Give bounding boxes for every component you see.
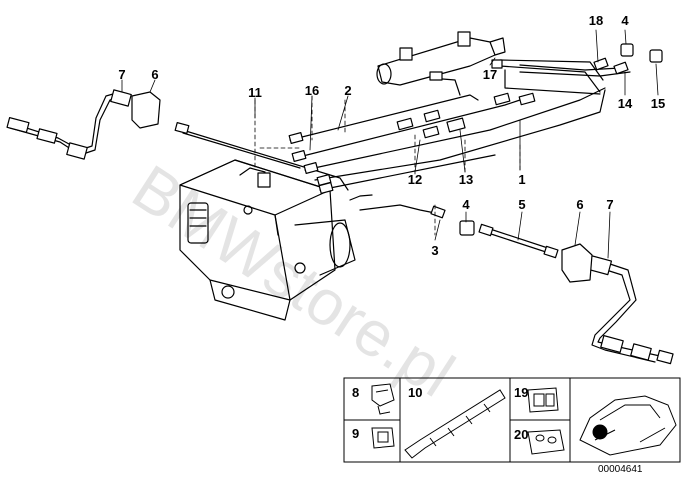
master-cylinder xyxy=(376,31,506,86)
callout-4-lower: 4 xyxy=(462,197,470,212)
callout-18: 18 xyxy=(588,13,604,28)
callout-16: 16 xyxy=(304,83,320,98)
callout-13: 13 xyxy=(458,172,474,187)
diagram-id: 00004641 xyxy=(598,464,643,475)
callout-7-right: 7 xyxy=(606,197,614,212)
line-fittings xyxy=(174,57,629,219)
inset-label-19: 19 xyxy=(514,385,529,400)
inset-label-20: 20 xyxy=(514,427,529,442)
callout-12: 12 xyxy=(407,172,423,187)
callout-6-left: 6 xyxy=(151,67,159,82)
leader-lines xyxy=(121,29,659,259)
right-hose-assembly xyxy=(561,243,674,365)
inset-panel xyxy=(343,377,681,463)
callout-1: 1 xyxy=(518,172,526,187)
hydraulic-unit xyxy=(179,159,356,321)
callout-2: 2 xyxy=(344,83,352,98)
callout-15: 15 xyxy=(650,96,666,111)
left-hose-assembly xyxy=(6,89,161,160)
callout-4-upper: 4 xyxy=(621,13,629,28)
brake-lines xyxy=(175,59,631,215)
inset-label-10: 10 xyxy=(408,385,423,400)
callout-6-right: 6 xyxy=(576,197,584,212)
callout-7-left: 7 xyxy=(118,67,126,82)
callout-3: 3 xyxy=(431,243,439,258)
short-line xyxy=(478,223,559,259)
inset-label-9: 9 xyxy=(352,426,360,441)
callout-17: 17 xyxy=(482,67,498,82)
callout-14: 14 xyxy=(617,96,633,111)
loose-fittings xyxy=(459,43,663,236)
callout-11: 11 xyxy=(248,85,262,100)
inset-label-8: 8 xyxy=(352,385,360,400)
callout-5: 5 xyxy=(518,197,526,212)
